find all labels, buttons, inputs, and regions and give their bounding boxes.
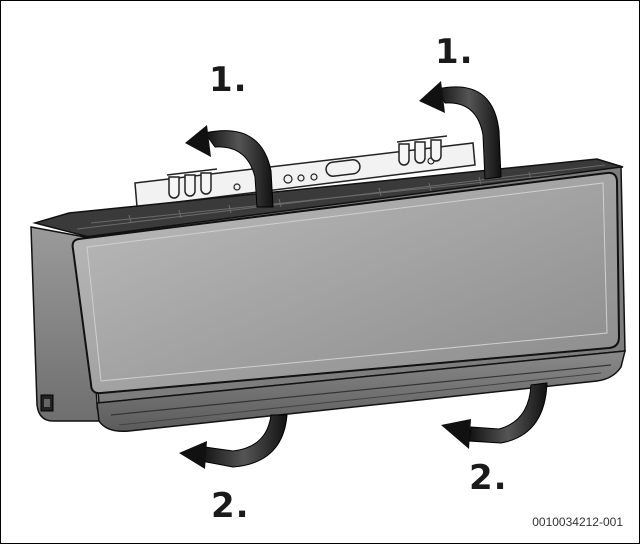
- step-label-top-left: 1.: [209, 60, 248, 100]
- unit-top-grille: [32, 158, 624, 238]
- arrow-top-right: [419, 81, 502, 180]
- arrow-bottom-right: [441, 382, 548, 449]
- step-label-bottom-left: 2.: [211, 486, 250, 526]
- arrow-bottom-left: [179, 414, 288, 469]
- step-label-top-right: 1.: [435, 32, 474, 72]
- unit-body: [30, 166, 626, 433]
- document-number: 0010034212-001: [532, 515, 623, 529]
- arrow-top-left: [185, 125, 274, 208]
- mounting-hooks-left: [166, 168, 218, 199]
- step-label-bottom-right: 2.: [469, 458, 508, 498]
- mounting-plate: [134, 142, 476, 208]
- mounting-hooks-right: [396, 135, 448, 166]
